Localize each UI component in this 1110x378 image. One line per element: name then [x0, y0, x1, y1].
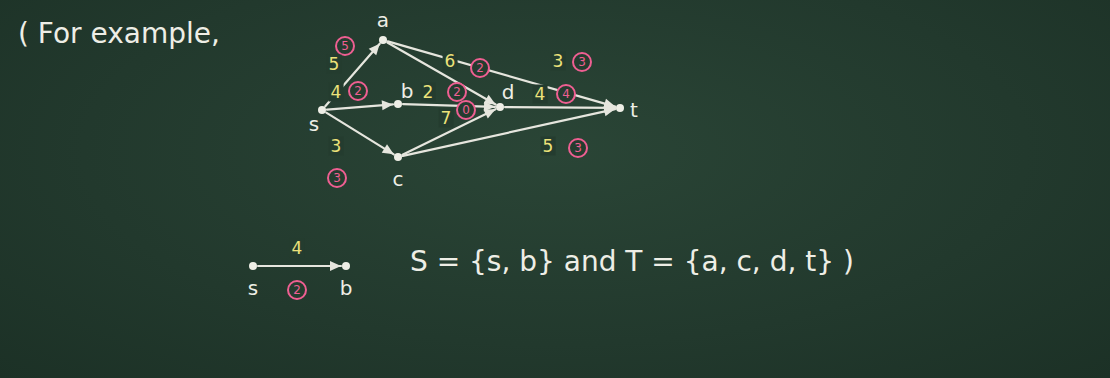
vertex-dot: c	[394, 153, 402, 161]
capacity-value: 6	[443, 52, 458, 71]
note-text: ( For example,	[18, 20, 220, 48]
vertex-dot: a	[379, 36, 387, 44]
vertex-name: c	[393, 169, 404, 189]
flow-value: 4	[556, 84, 576, 104]
flow-value: 3	[568, 138, 588, 158]
vertex-name: b	[340, 278, 353, 298]
flow-value: 2	[348, 81, 368, 101]
capacity-value: 4	[533, 85, 548, 104]
flow-value: 2	[287, 280, 307, 300]
capacity-value: 3	[551, 52, 566, 71]
note-text: S = {s, b} and T = {a, c, d, t} )	[410, 248, 854, 276]
vertex-name: s	[248, 278, 258, 298]
vertex-dot: s	[249, 262, 257, 270]
capacity-value: 7	[439, 109, 454, 128]
flow-value: 2	[470, 58, 490, 78]
vertex-dot: d	[496, 103, 504, 111]
capacity-value: 4	[329, 83, 344, 102]
vertex-dot: t	[616, 104, 624, 112]
vertex-dot: b	[394, 100, 402, 108]
vertex-name: a	[377, 10, 389, 30]
capacity-value: 5	[327, 55, 342, 74]
flow-arc	[258, 261, 341, 271]
flow-arc	[388, 41, 615, 108]
capacity-value: 5	[541, 137, 556, 156]
flow-value: 2	[447, 82, 467, 102]
flow-arc	[505, 103, 615, 113]
flow-arc	[402, 109, 495, 155]
flow-value: 3	[572, 52, 592, 72]
vertex-name: s	[309, 114, 319, 134]
flow-value: 5	[335, 36, 355, 56]
flow-value: 3	[327, 168, 347, 188]
vertex-dot: s	[318, 106, 326, 114]
flow-arc	[325, 44, 379, 106]
capacity-value: 2	[421, 83, 436, 102]
flow-arc	[387, 42, 495, 104]
capacity-value: 3	[329, 137, 344, 156]
vertex-name: b	[401, 81, 414, 101]
vertex-name: t	[630, 100, 638, 120]
vertex-dot: b	[342, 262, 350, 270]
flow-value: 0	[456, 100, 476, 120]
capacity-value: 4	[290, 239, 305, 258]
flow-arc	[327, 100, 393, 110]
vertex-name: d	[502, 82, 515, 102]
